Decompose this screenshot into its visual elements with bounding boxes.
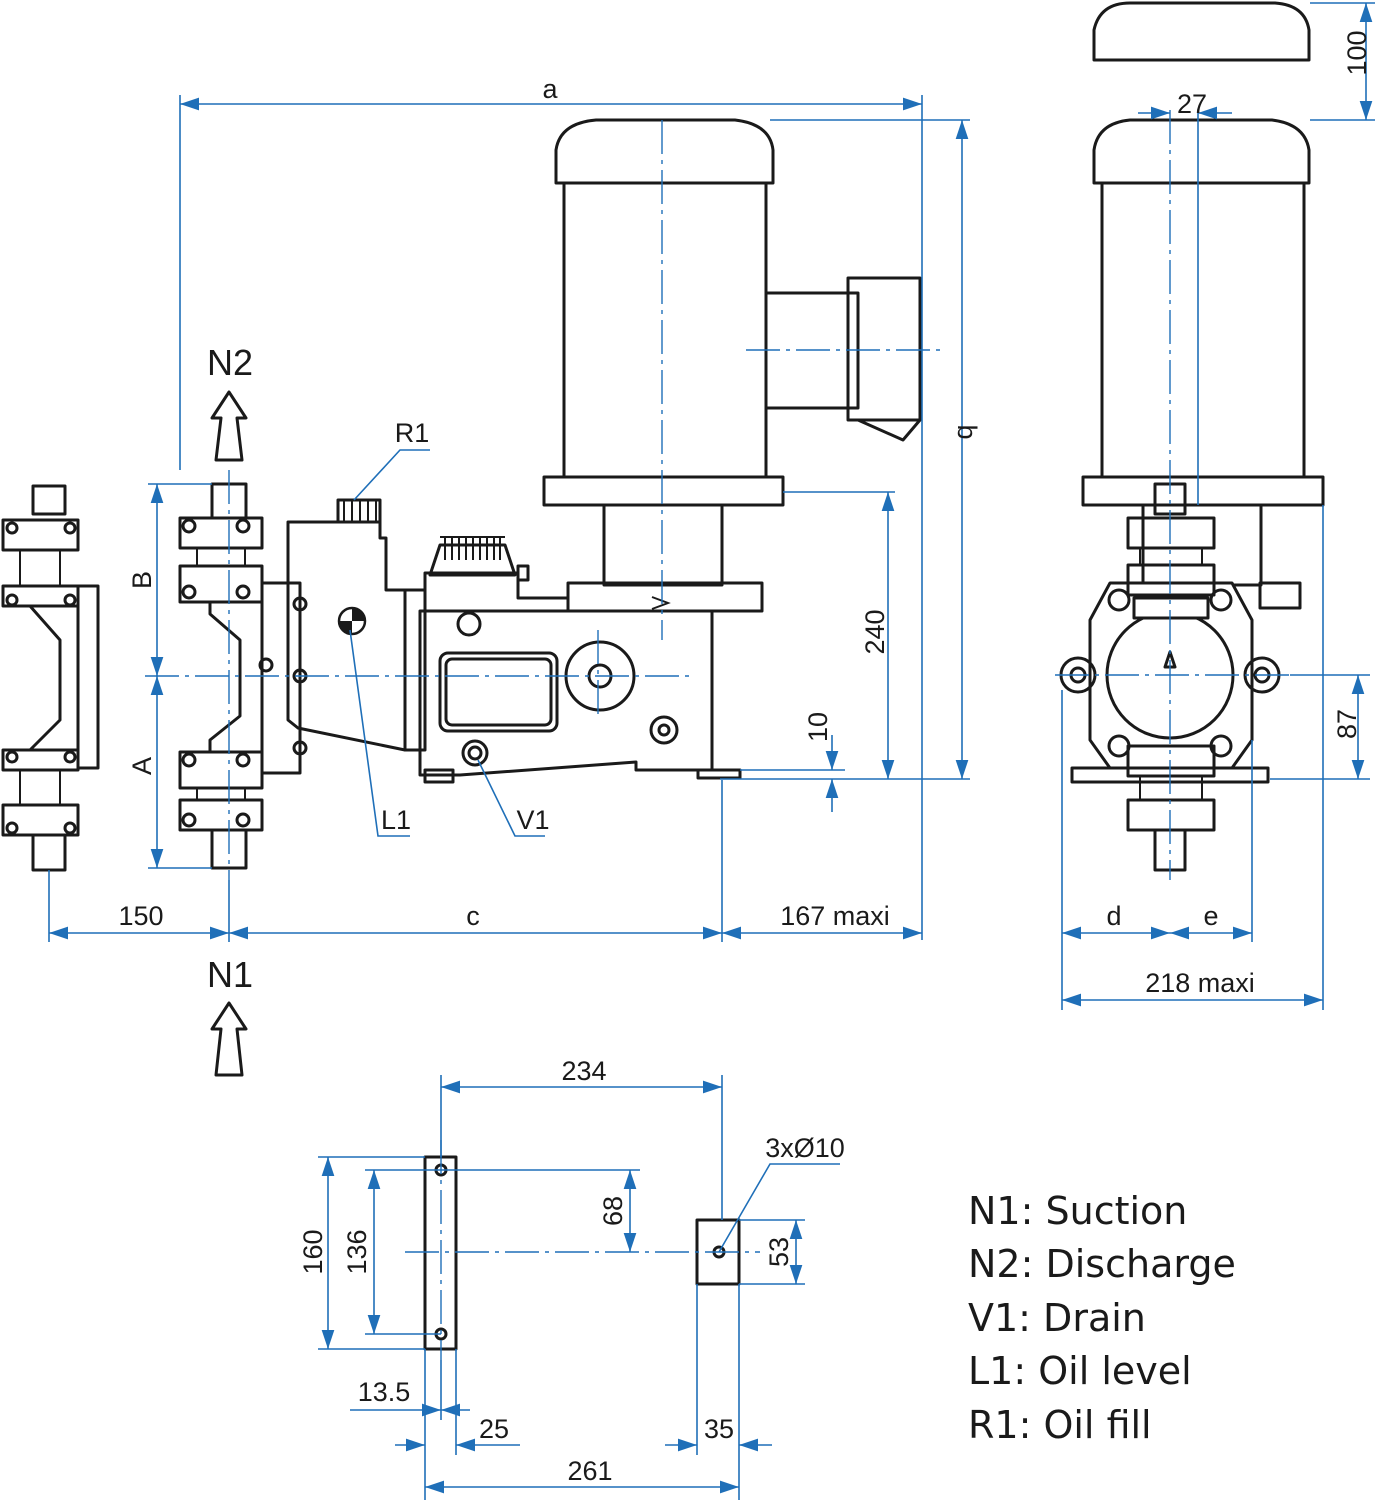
side-pump-head	[1, 484, 100, 872]
dim-10: 10	[803, 712, 833, 742]
centerlines	[145, 110, 1290, 1360]
dim-b: b	[952, 424, 982, 439]
label-v1: V1	[516, 805, 549, 835]
dimension-lines	[48, 2, 1375, 1500]
connection-labels: N2 N1 R1 L1 V1	[207, 342, 550, 995]
dim-167: 167 maxi	[780, 901, 890, 931]
flow-arrows	[210, 390, 248, 1077]
dim-136: 136	[342, 1229, 372, 1274]
dim-A: A	[127, 757, 157, 775]
leaders	[349, 449, 545, 837]
dim-218: 218 maxi	[1145, 968, 1255, 998]
label-l1: L1	[381, 805, 411, 835]
front-view	[178, 118, 922, 870]
oil-chamber	[286, 498, 407, 752]
dim-261: 261	[567, 1456, 612, 1486]
dim-87: 87	[1332, 709, 1362, 739]
dim-100: 100	[1342, 30, 1372, 75]
dim-a: a	[542, 74, 558, 104]
dim-B: B	[127, 571, 157, 589]
dim-240: 240	[860, 609, 890, 654]
discharge-arrow-icon	[210, 390, 248, 462]
dim-68: 68	[598, 1196, 628, 1226]
legend-item: L1: Oil level	[968, 1349, 1192, 1393]
gearbox	[403, 571, 764, 784]
side-view	[1059, 1, 1325, 872]
dim-c: c	[466, 901, 480, 931]
footprint	[423, 1155, 741, 1351]
dim-150: 150	[118, 901, 163, 931]
dimension-texts: a b 240 10 B A 150 c 167 maxi 100 27 87 …	[118, 30, 1372, 1486]
legend-item: N2: Discharge	[968, 1242, 1236, 1286]
stroke-knob	[428, 536, 530, 582]
dim-53: 53	[764, 1237, 794, 1267]
label-n2: N2	[207, 342, 253, 383]
pump-head	[178, 482, 308, 870]
legend-item: R1: Oil fill	[968, 1403, 1152, 1447]
legend-item: V1: Drain	[968, 1296, 1146, 1340]
dim-e: e	[1203, 901, 1218, 931]
dim-35: 35	[704, 1414, 734, 1444]
dim-160: 160	[298, 1229, 328, 1274]
legend: N1: Suction N2: Discharge V1: Drain L1: …	[968, 1189, 1236, 1447]
dim-234: 234	[561, 1056, 606, 1086]
dim-25: 25	[479, 1414, 509, 1444]
legend-item: N1: Suction	[968, 1189, 1187, 1233]
suction-arrow-icon	[210, 1001, 248, 1077]
dim-d: d	[1106, 901, 1121, 931]
dim-27: 27	[1177, 89, 1207, 119]
dim-holes: 3xØ10	[765, 1133, 845, 1163]
label-r1: R1	[395, 418, 430, 448]
dim-13-5: 13.5	[358, 1377, 411, 1407]
motor	[542, 118, 922, 587]
label-n1: N1	[207, 954, 253, 995]
